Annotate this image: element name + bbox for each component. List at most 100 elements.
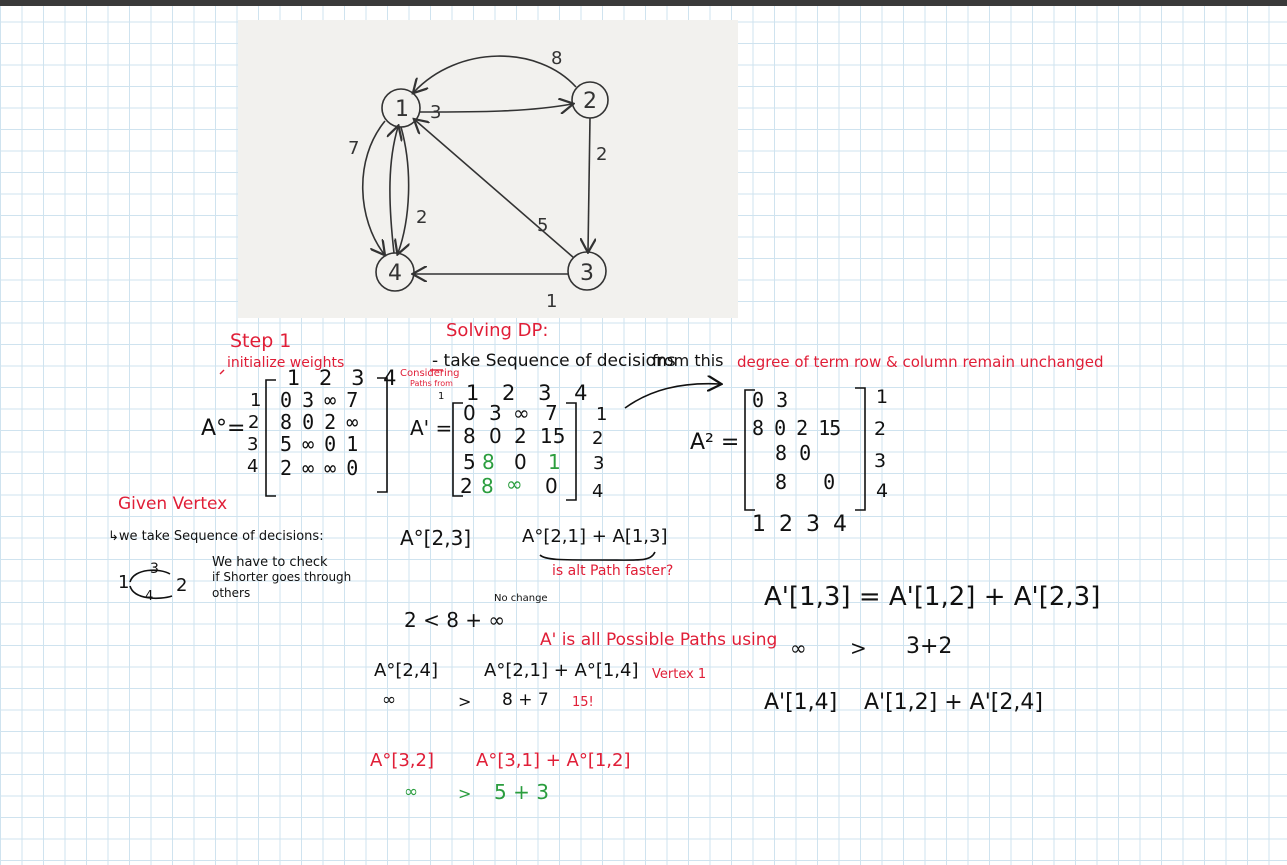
graph-diagram: 1 2 3 4 8 3 7 2 2 5 1 xyxy=(348,48,609,312)
a2-label: A² = xyxy=(690,430,740,455)
c3-left: A°[3,2] xyxy=(370,750,434,771)
dp-paths-from-num: 1 xyxy=(438,391,445,402)
given-title: Given Vertex xyxy=(118,494,228,514)
given-note-3: others xyxy=(212,586,251,600)
a0-label: A°= xyxy=(201,416,246,441)
a1-cell-updated: ∞ xyxy=(506,472,523,496)
a2-row-4: 8 0 xyxy=(775,470,836,494)
mini-label-right: 2 xyxy=(176,575,188,596)
a2-row-2: 8 0 2 15 xyxy=(752,416,841,440)
a1-cell: 7 xyxy=(545,401,558,425)
top-bar xyxy=(0,0,1287,6)
a0-row-2: 8 0 2 ∞ xyxy=(280,410,358,434)
vertex-label-2: 2 xyxy=(583,89,597,114)
given-note-1: We have to check xyxy=(212,555,328,570)
c2-compare-op: > xyxy=(458,692,472,711)
a2-left-bracket xyxy=(744,389,755,511)
c3-compare-left: ∞ xyxy=(404,782,419,802)
dp-title: Solving DP: xyxy=(446,320,549,341)
a1-cell: 8 xyxy=(463,424,476,448)
vertex-label-4: 4 xyxy=(388,261,402,286)
a2-row-3: 8 0 xyxy=(775,441,812,465)
a1-cell: 0 xyxy=(545,474,558,498)
mini-label-top: 3 xyxy=(150,561,159,577)
a1-cell: 0 xyxy=(514,450,527,474)
edge-2-1 xyxy=(414,55,577,92)
d2-left: A'[1,4] xyxy=(764,690,838,715)
a1-cell-updated: 8 xyxy=(482,450,495,474)
step-title: Step 1 xyxy=(230,330,292,352)
edge-weight-2a: 2 xyxy=(416,207,427,228)
a2-right-bracket xyxy=(855,387,866,511)
c3-compare-right: 5 + 3 xyxy=(494,780,549,804)
from-this: from this xyxy=(652,351,724,370)
d2-right: A'[1,2] + A'[2,4] xyxy=(864,690,1043,715)
c2-result: 15! xyxy=(572,695,594,710)
edge-weight-1: 1 xyxy=(546,291,557,312)
d1-compare-op: > xyxy=(850,636,867,660)
edge-2-3 xyxy=(588,117,590,251)
c2-compare-left: ∞ xyxy=(382,690,397,710)
mini-arc-bottom xyxy=(129,585,173,600)
edge-weight-3: 3 xyxy=(430,102,441,123)
a1-left-bracket xyxy=(452,402,463,497)
a2-col-headers: 1 2 3 4 xyxy=(752,512,850,537)
a0-row-1: 0 3 ∞ 7 xyxy=(280,388,358,412)
a1-label: A' = xyxy=(410,416,453,440)
a2-row-1: 0 3 xyxy=(752,388,789,412)
a2-row-label-2: 2 xyxy=(874,418,887,440)
step-subtitle: initialize weights xyxy=(227,355,345,371)
vertex-label-3: 3 xyxy=(580,261,594,286)
dp-line1: - take Sequence of decisions xyxy=(432,351,676,371)
edge-4-1-a xyxy=(398,126,409,253)
a1-cell: 2 xyxy=(460,474,473,498)
a1-cell: 0 xyxy=(489,424,502,448)
c2-note1: A' is all Possible Paths using xyxy=(540,630,778,650)
edge-1-2 xyxy=(419,104,572,112)
red-arrow-tick xyxy=(219,369,225,375)
a0-left-bracket xyxy=(265,379,276,497)
edge-1-4 xyxy=(361,120,385,254)
graph-photo: 1 2 3 4 8 3 7 2 2 5 1 xyxy=(238,20,738,318)
a2-row-label-1: 1 xyxy=(876,386,889,408)
mini-arc-top xyxy=(129,569,171,583)
a0-row-label-1: 1 xyxy=(250,390,262,411)
degree-note: degree of term row & column remain uncha… xyxy=(737,353,1104,371)
a2-row-label-3: 3 xyxy=(874,450,887,472)
c2-compare-right: 8 + 7 xyxy=(502,690,549,710)
c1-right: A°[2,1] + A[1,3] xyxy=(522,526,668,547)
a2-row-label-4: 4 xyxy=(876,480,889,502)
a1-row-label-3: 3 xyxy=(593,453,605,474)
d1-compare-left: ∞ xyxy=(790,636,807,660)
a1-cell: ∞ xyxy=(513,401,530,425)
a1-cell: 15 xyxy=(540,424,566,448)
a0-right-bracket xyxy=(377,377,388,493)
given-note-2: if Shorter goes through xyxy=(212,570,352,584)
given-line1: ↳we take Sequence of decisions: xyxy=(108,529,324,544)
c2-left: A°[2,4] xyxy=(374,660,438,681)
mini-label-bottom: 4 xyxy=(145,589,154,604)
c2-right: A°[2,1] + A°[1,4] xyxy=(484,660,639,681)
edge-weight-5: 5 xyxy=(537,215,548,236)
d1-equation: A'[1,3] = A'[1,2] + A'[2,3] xyxy=(764,582,1101,612)
a1-cell-updated: 8 xyxy=(481,474,494,498)
dp-considering: Considering xyxy=(400,368,460,379)
a1-cell: 0 xyxy=(463,401,476,425)
a1-row-label-1: 1 xyxy=(596,404,608,425)
d1-compare-right: 3+2 xyxy=(906,634,953,659)
a0-row-label-2: 2 xyxy=(248,412,260,433)
a1-cell: 5 xyxy=(463,450,476,474)
edge-weight-7: 7 xyxy=(348,138,359,159)
edge-3-1 xyxy=(415,120,575,259)
a0-col-headers: 1 2 3 4 xyxy=(287,366,403,390)
a0-row-label-4: 4 xyxy=(247,456,259,477)
c1-left: A°[2,3] xyxy=(400,526,472,550)
mini-label-left: 1 xyxy=(118,572,130,593)
vertex-label-1: 1 xyxy=(395,97,409,122)
dp-paths-from: Paths from xyxy=(410,379,453,388)
c1-compare: 2 < 8 + ∞ xyxy=(404,608,506,632)
a0-row-4: 2 ∞ ∞ 0 xyxy=(280,456,358,480)
a1-col-headers: 1 2 3 4 xyxy=(466,381,596,405)
edge-weight-8: 8 xyxy=(551,48,562,69)
